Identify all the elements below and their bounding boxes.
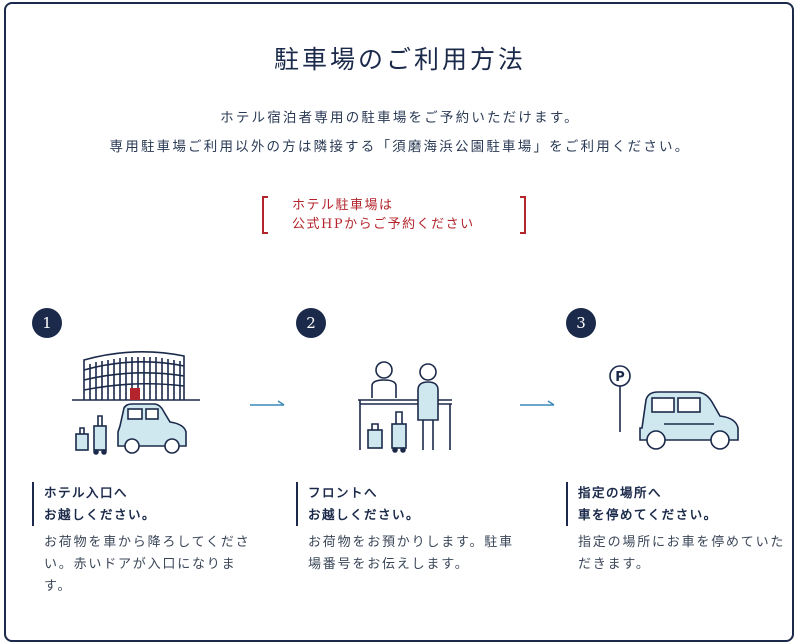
step-caption-2-line-2: お越しください。	[308, 507, 421, 522]
notice-text: ホテル駐車場は 公式HPからご予約ください	[292, 196, 475, 234]
page-title: 駐車場のご利用方法	[273, 45, 526, 74]
step-caption-1: ホテル入口へ お越しください。	[32, 482, 244, 526]
notice-bracket-right	[520, 196, 526, 234]
step-caption-3: 指定の場所へ 車を停めてください。	[566, 482, 778, 526]
step-desc-1: お荷物を車から降ろしてください。赤いドアが入口になります。	[44, 535, 251, 594]
car-icon	[639, 391, 739, 450]
notice-line-2: 公式HPからご予約ください	[292, 217, 475, 232]
step-caption-1-line-2: お越しください。	[44, 507, 157, 522]
luggage-icon	[75, 415, 107, 455]
step-desc-3: 指定の場所にお車を停めていただきます。	[578, 535, 786, 572]
step-caption-3-line-2: 車を停めてください。	[578, 507, 718, 522]
parking-sign-icon: P	[609, 365, 631, 432]
step-caption-2: フロントへ お越しください。	[296, 482, 508, 526]
notice-line-1: ホテル駐車場は	[292, 198, 394, 213]
step-number-2: 2	[296, 308, 326, 338]
arrow-right-icon	[250, 400, 285, 406]
luggage-icon	[367, 411, 407, 453]
step-desc-2: お荷物をお預かりします。駐車場番号をお伝えします。	[308, 535, 514, 572]
arrow-right-icon	[520, 400, 555, 406]
step-number-1: 1	[32, 308, 62, 338]
notice-bracket-left	[262, 196, 268, 234]
step-caption-3-line-1: 指定の場所へ	[578, 485, 663, 500]
step-number-3: 3	[566, 308, 596, 338]
car-icon	[117, 403, 187, 454]
intro-line-1: ホテル宿泊者専用の駐車場をご予約いただけます。	[220, 110, 580, 126]
reception-desk-icon	[358, 361, 452, 453]
reservation-notice: ホテル駐車場は 公式HPからご予約ください	[262, 196, 526, 236]
guest-icon	[417, 363, 439, 450]
staff-icon	[371, 361, 397, 398]
parking-sign-letter: P	[615, 370, 625, 385]
hotel-building-icon	[72, 351, 200, 455]
step-caption-2-line-1: フロントへ	[308, 485, 379, 500]
intro-line-2: 専用駐車場ご利用以外の方は隣接する「須磨海浜公園駐車場」をご利用ください。	[109, 139, 691, 155]
step-caption-1-line-1: ホテル入口へ	[44, 485, 129, 500]
parking-illustration: P	[609, 365, 739, 450]
